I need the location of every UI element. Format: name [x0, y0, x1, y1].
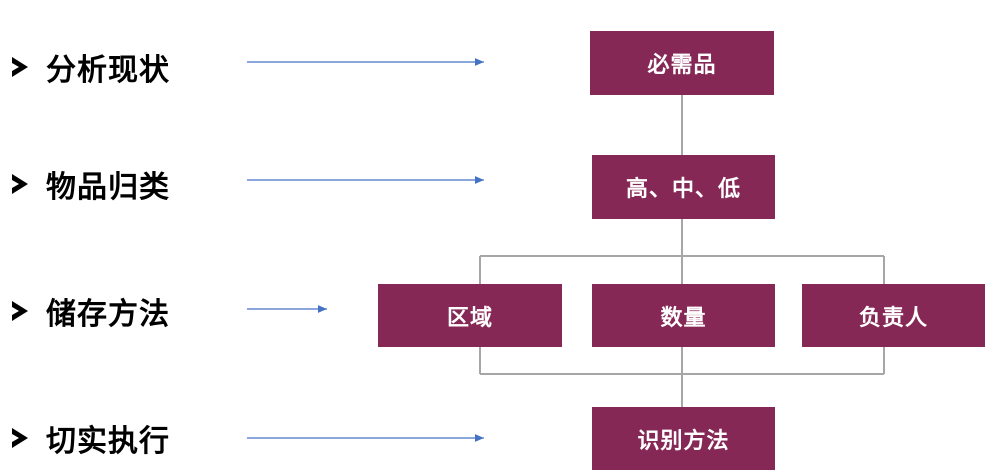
box-area: 区域 [378, 284, 562, 347]
step-label: 物品归类 [46, 170, 170, 205]
bullet-arrow-icon [12, 301, 28, 321]
bullet-arrow-icon [12, 174, 28, 194]
step-storage: 储存方法 [12, 291, 170, 332]
step-label: 储存方法 [46, 297, 170, 332]
step-label: 切实执行 [46, 424, 170, 459]
box-owner: 负责人 [802, 284, 985, 347]
box-levels: 高、中、低 [592, 155, 775, 219]
bullet-arrow-icon [12, 428, 28, 448]
box-necessities: 必需品 [590, 31, 774, 95]
step-execute: 切实执行 [12, 418, 170, 459]
bullet-arrow-icon [12, 57, 28, 77]
box-quantity: 数量 [592, 284, 775, 347]
step-classify: 物品归类 [12, 164, 170, 205]
box-identification: 识别方法 [592, 407, 775, 470]
step-analyze: 分析现状 [12, 47, 170, 88]
step-label: 分析现状 [46, 53, 170, 88]
